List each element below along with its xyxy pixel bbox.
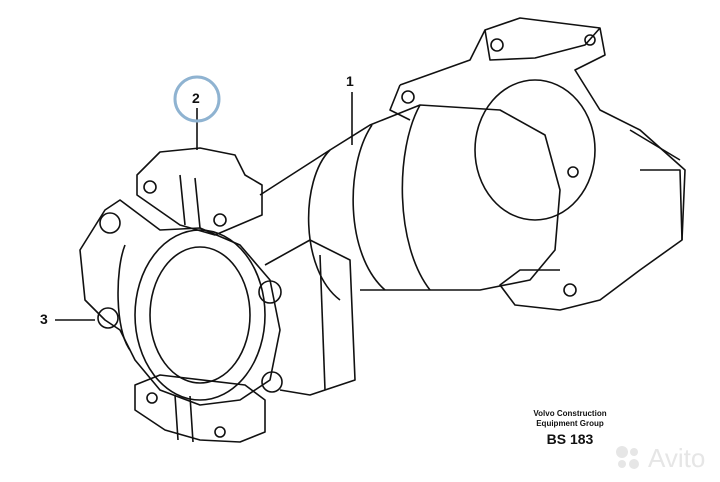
caption-group: Equipment Group <box>536 419 604 428</box>
front-flange <box>79 199 356 406</box>
highlight-circle <box>173 75 221 123</box>
avito-logo-icon <box>616 446 639 469</box>
caption-company: Volvo Construction <box>533 409 607 418</box>
callout-1[interactable]: 1 <box>346 73 354 89</box>
caption-code: BS 183 <box>546 431 594 447</box>
callout-2[interactable]: 2 <box>192 90 200 106</box>
watermark: Avito <box>612 442 712 474</box>
rear-yoke <box>389 17 686 311</box>
bearing-cap-bottom <box>134 374 266 443</box>
drawing-caption: Volvo Construction Equipment Group BS 18… <box>520 409 620 448</box>
watermark-text: Avito <box>648 442 706 473</box>
callout-3[interactable]: 3 <box>40 311 48 327</box>
bearing-cap-top <box>136 147 263 236</box>
shaft-tube <box>259 104 561 301</box>
